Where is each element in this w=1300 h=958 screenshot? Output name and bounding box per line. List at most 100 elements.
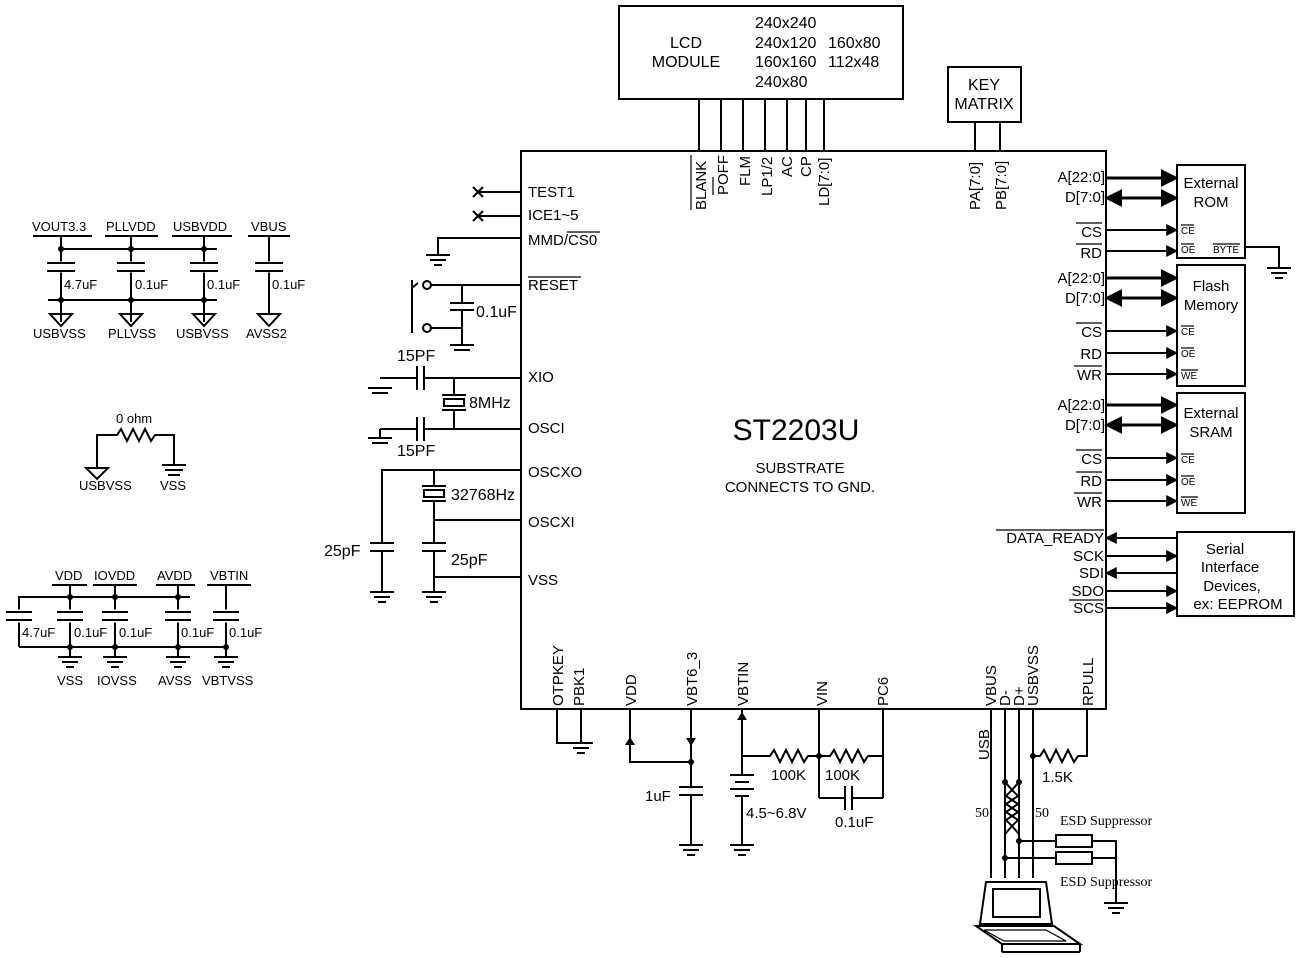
pin-reset: RESET [528, 277, 578, 294]
pb2-rail-3: VBTIN [210, 568, 248, 583]
power-block-2: VDD IOVDD AVDD VBTIN 4.7uF 0.1uF [3, 568, 262, 688]
pin-cp: CP [798, 156, 815, 177]
sram-data: D[7:0] [1065, 417, 1105, 434]
ser-sck: SCK [1073, 548, 1104, 565]
key-matrix-2: MATRIX [954, 96, 1014, 113]
osci-cap-label: 15PF [397, 443, 435, 460]
pin-ld: LD[7:0] [816, 158, 833, 206]
ext-rom-2: ROM [1194, 194, 1229, 211]
flash-wr: WR [1077, 367, 1102, 384]
flash-1: Flash [1193, 278, 1230, 295]
key-matrix-1: KEY [968, 77, 1000, 94]
sram-we: WE [1181, 498, 1197, 509]
flash-data: D[7:0] [1065, 290, 1105, 307]
pin-vbt63: VBT6_3 [684, 652, 701, 706]
flash-addr: A[22:0] [1057, 270, 1105, 287]
pb1-gnd-2: USBVSS [176, 326, 229, 341]
cap1u-label: 1uF [645, 788, 671, 805]
pb2-gnd-3: VBTVSS [202, 673, 254, 688]
pb2-gnd-0: VSS [57, 673, 83, 688]
ext-rom-oe: OE [1181, 245, 1196, 256]
lcd-res-6: 240x80 [755, 74, 808, 91]
r50b-label: 50 [1035, 806, 1049, 821]
pb2-cap-0: 4.7uF [22, 625, 55, 640]
sram-addr: A[22:0] [1057, 397, 1105, 414]
xio-cap-label: 15PF [397, 348, 435, 365]
zero-ohm-value: 0 ohm [116, 411, 152, 426]
pb1-rail-2: USBVDD [173, 219, 227, 234]
pin-vss: VSS [528, 572, 558, 589]
pin-ice: ICE1~5 [528, 207, 578, 224]
pin-dminus: D- [997, 690, 1014, 706]
crystal2-label: 32768Hz [451, 487, 515, 504]
lcd-bus-lines [698, 99, 825, 151]
cap25b-label: 25pF [451, 552, 488, 569]
pb1-gnd-1: PLLVSS [108, 326, 157, 341]
flash-oe: OE [1181, 349, 1196, 360]
ext-rom-box [1176, 164, 1246, 259]
pb2-cap-1: 0.1uF [74, 625, 107, 640]
pin-oscxo: OSCXO [528, 464, 582, 481]
serial-1: Serial [1206, 541, 1244, 558]
pb2-rail-2: AVDD [157, 568, 192, 583]
laptop-icon [972, 881, 1084, 953]
rom-data: D[7:0] [1065, 189, 1105, 206]
lcd-title-1: LCD [670, 35, 702, 52]
pin-test1: TEST1 [528, 184, 575, 201]
r50a-label: 50 [975, 806, 989, 821]
right-pins: A[22:0] D[7:0] CS RD A[22:0] D[7:0] CS R… [996, 169, 1105, 617]
pb1-rail-3: VBUS [251, 219, 287, 234]
ext-rom-byte: BYTE [1213, 245, 1239, 256]
pin-rpull: RPULL [1080, 658, 1097, 706]
flash-ce: CE [1181, 327, 1195, 338]
pin-oscxi: OSCXI [528, 514, 575, 531]
rom-cs: CS [1081, 224, 1102, 241]
sram-ce: CE [1181, 455, 1195, 466]
sram-wr: WR [1077, 494, 1102, 511]
sram-rd: RD [1080, 473, 1102, 490]
cap25a-label: 25pF [324, 543, 361, 560]
zero-ohm-right: VSS [160, 478, 186, 493]
chip-note-1: SUBSTRATE [756, 460, 845, 477]
lcd-module-box [618, 5, 904, 100]
pin-blank: BLANK [693, 161, 710, 210]
lcd-res-5: 112x48 [828, 54, 879, 71]
pin-osci: OSCI [528, 420, 565, 437]
esd2-label: ESD Suppressor [1060, 875, 1153, 890]
sram-1: External [1183, 405, 1238, 422]
pb2-cap-3: 0.1uF [181, 625, 214, 640]
right-bus-arrows [1104, 169, 1291, 614]
pb2-cap-4: 0.1uF [229, 625, 262, 640]
pin-otpkey: OTPKEY [550, 645, 567, 706]
left-pins: TEST1 ICE1~5 MMD/CS0 RESET XIO OSCI OSCX… [528, 184, 600, 589]
serial-4: ex: EEPROM [1193, 596, 1282, 613]
pb1-gnd-3: AVSS2 [246, 326, 287, 341]
pb2-gnd-1: IOVSS [97, 673, 137, 688]
r1-label: 100K [771, 767, 806, 784]
pin-lp12: LP1/2 [759, 157, 776, 196]
pb1-cap-3: 0.1uF [272, 277, 305, 292]
lcd-res-4: 160x160 [755, 54, 816, 71]
key-matrix-box [947, 66, 1022, 123]
pin-usbvss: USBVSS [1025, 645, 1042, 706]
pin-pbk1: PBK1 [571, 668, 588, 706]
rom-addr: A[22:0] [1057, 169, 1105, 186]
ser-sdi: SDI [1079, 565, 1104, 582]
pb1-cap-2: 0.1uF [207, 277, 240, 292]
pin-xio: XIO [528, 369, 554, 386]
rom-rd: RD [1080, 245, 1102, 262]
pb1-gnd-0: USBVSS [33, 326, 86, 341]
bottom-pins: OTPKEY PBK1 VDD VBT6_3 VBTIN VIN PC6 VBU… [550, 645, 1097, 706]
flash-cs: CS [1081, 324, 1102, 341]
crystal1-label: 8MHz [469, 395, 511, 412]
pin-poff: POFF [715, 155, 732, 195]
ser-sdo: SDO [1071, 583, 1104, 600]
pb1-rail-0: VOUT3.3 [32, 219, 86, 234]
zero-ohm-left: USBVSS [79, 478, 132, 493]
pin-pc6: PC6 [875, 677, 892, 706]
pb2-gnd-2: AVSS [158, 673, 192, 688]
lcd-res-3: 160x80 [828, 35, 881, 52]
reset-cap-label: 0.1uF [476, 304, 517, 321]
pb1-cap-0: 4.7uF [64, 277, 97, 292]
pin-flm: FLM [737, 156, 754, 186]
